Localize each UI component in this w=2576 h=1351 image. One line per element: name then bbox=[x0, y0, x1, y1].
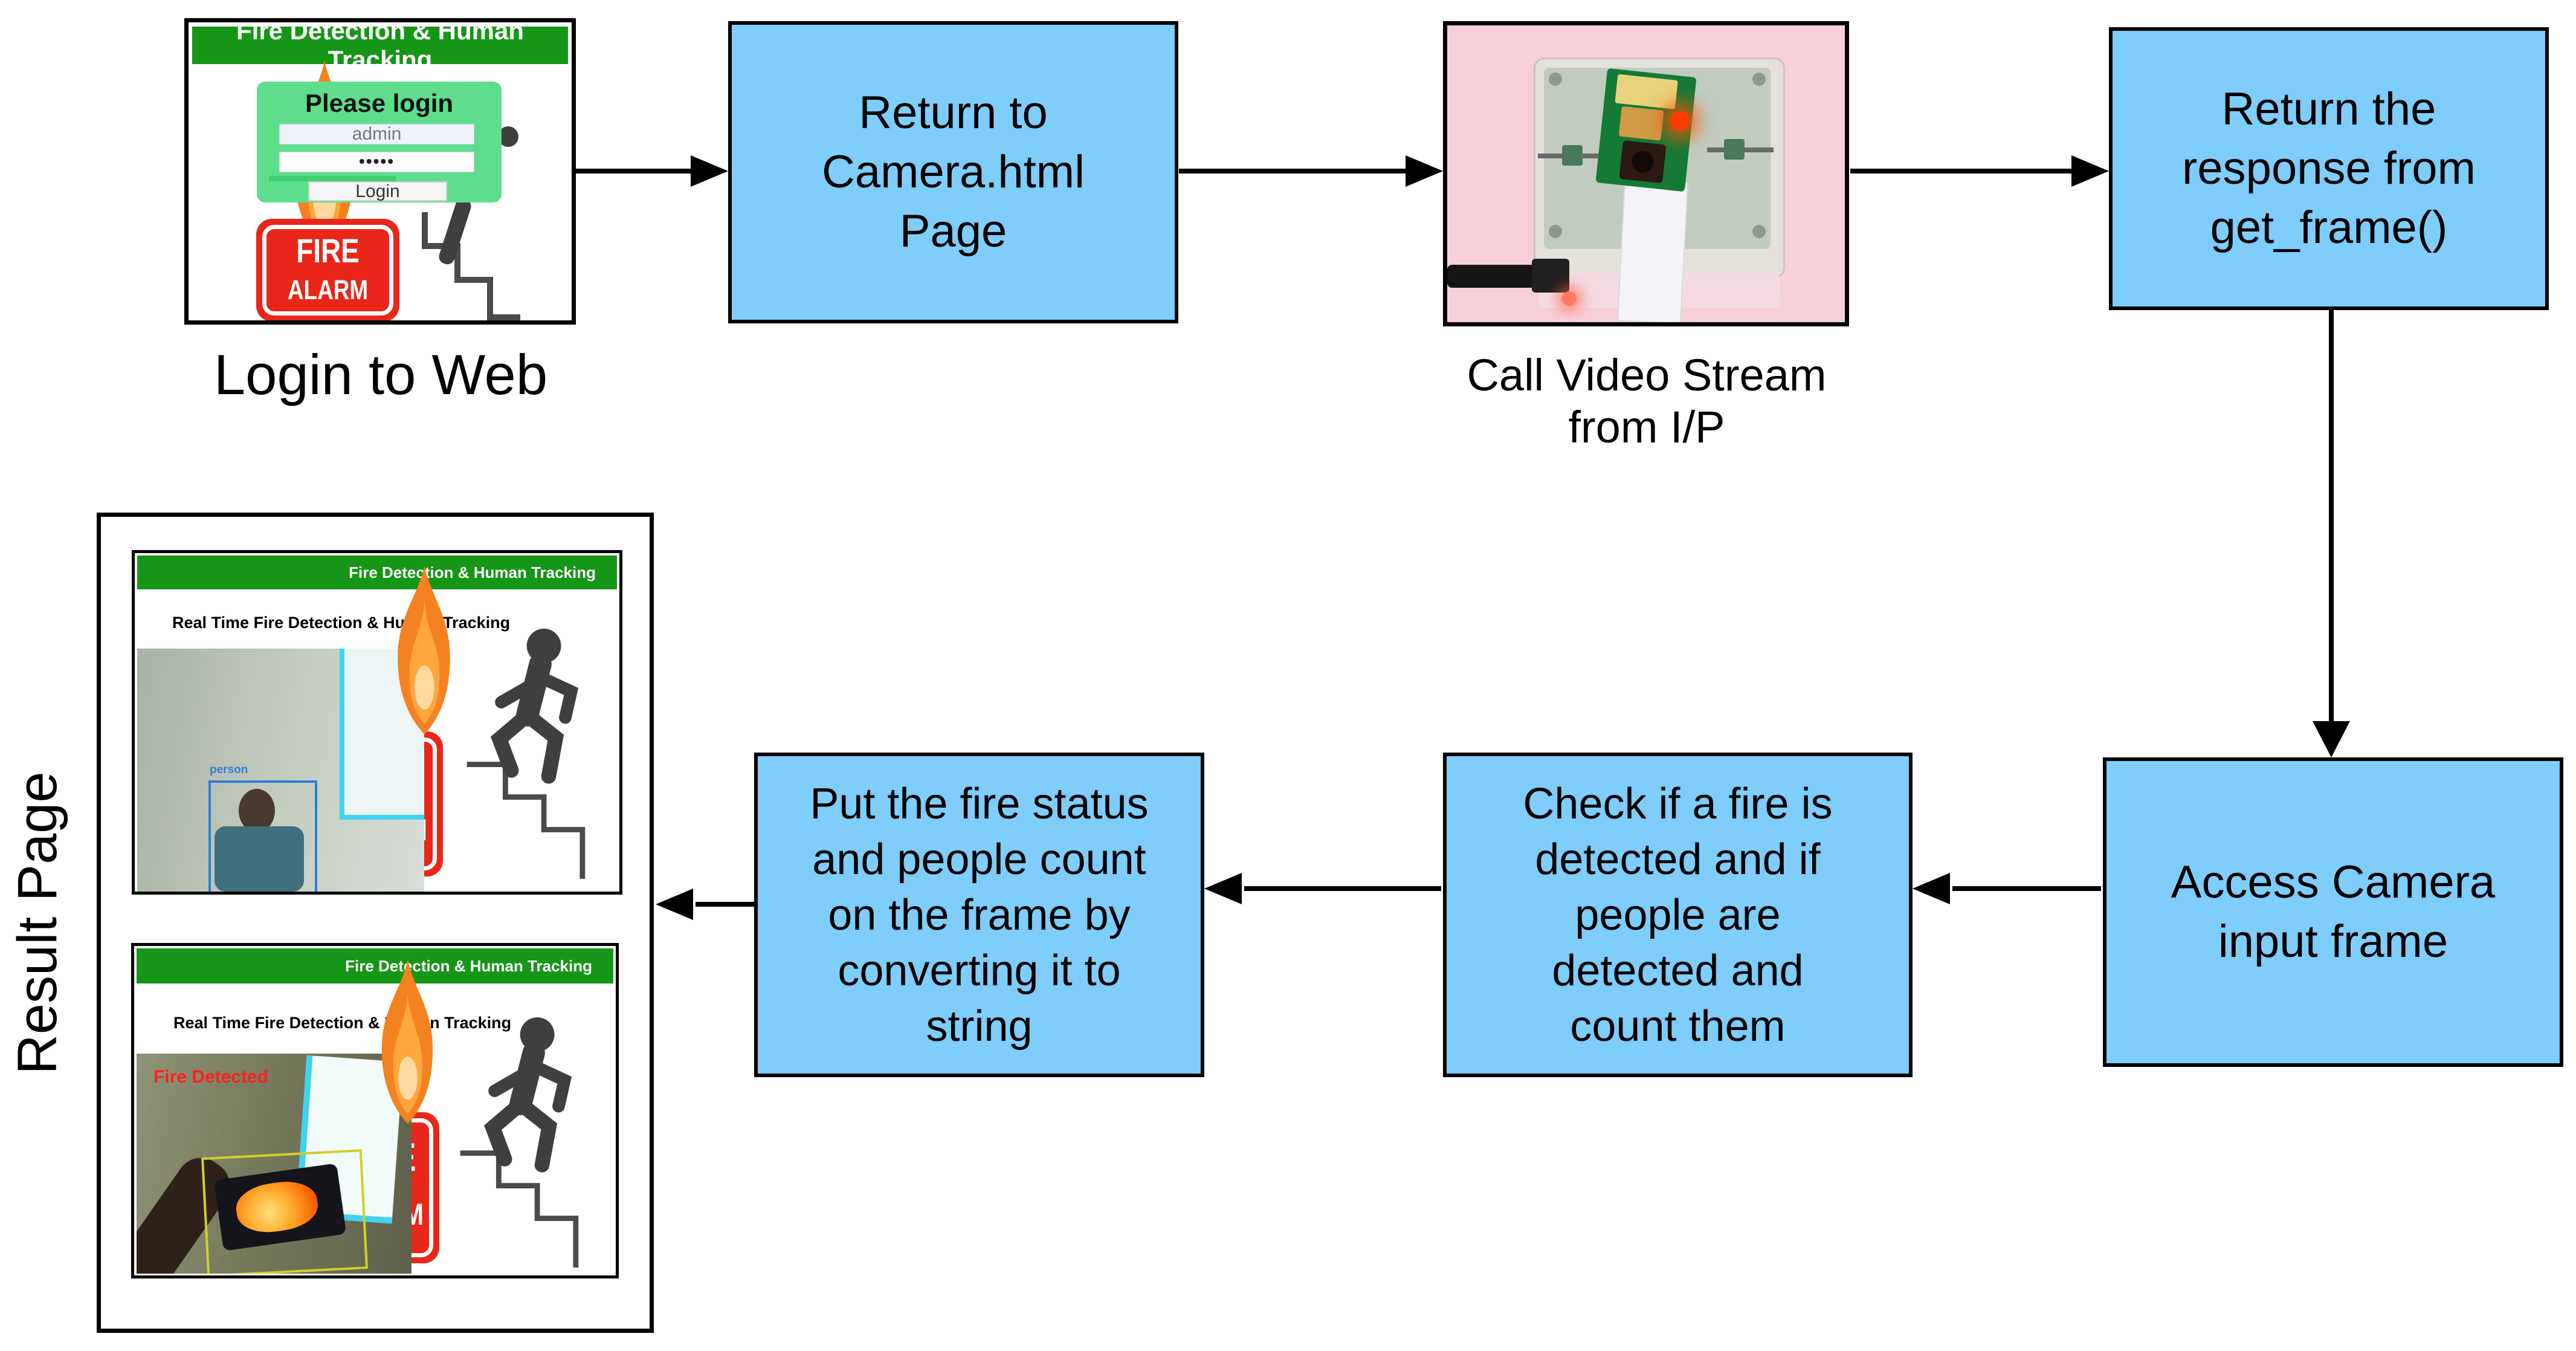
arrow-check-to-put bbox=[1244, 886, 1441, 891]
screw-icon bbox=[1752, 73, 1766, 86]
result-page-label: Result Page bbox=[7, 771, 68, 1075]
pi-camera-photo bbox=[1443, 21, 1849, 326]
box-label-line: converting it to bbox=[838, 946, 1121, 995]
box-label-line: get_frame() bbox=[2210, 202, 2448, 253]
result1-header-title: Fire Detection & Human Tracking bbox=[349, 563, 596, 582]
person-head-shape bbox=[239, 789, 275, 832]
pin-right-block bbox=[1724, 139, 1745, 160]
box-label-line: Return the bbox=[2221, 83, 2436, 135]
fire-alarm-border bbox=[262, 225, 393, 316]
box-label-line: input frame bbox=[2218, 916, 2448, 967]
arrowhead-left-icon bbox=[656, 889, 693, 920]
usb-cable bbox=[1447, 265, 1538, 288]
arrowhead-right-icon bbox=[691, 155, 728, 187]
box-label-line: on the frame by bbox=[828, 890, 1131, 939]
box-label-line: Access Camera bbox=[2171, 857, 2496, 908]
username-field[interactable]: admin bbox=[279, 124, 474, 144]
flame-icon bbox=[398, 565, 450, 734]
pin-left-block bbox=[1562, 145, 1583, 166]
webcam-view-fire: Fire Detected bbox=[137, 1054, 412, 1274]
flow-box-check-fire: Check if a fire is detected and if peopl… bbox=[1443, 753, 1913, 1077]
flow-box-put-status: Put the fire status and people count on … bbox=[754, 753, 1204, 1077]
camera-ribbon-cable bbox=[1616, 180, 1689, 322]
arrow-login-to-return bbox=[576, 169, 693, 173]
box-label-line: response from bbox=[2182, 143, 2476, 194]
running-person-stairs-icon bbox=[466, 629, 586, 879]
login-caption: Login to Web bbox=[213, 343, 548, 406]
box-label-line: Put the fire status bbox=[810, 779, 1149, 828]
result-screenshot-fire: Fire Detection & Human Tracking Real Tim… bbox=[131, 943, 619, 1278]
result1-header-bar: Fire Detection & Human Tracking bbox=[137, 556, 617, 589]
login-screenshot: Fire Detection & Human Tracking bbox=[184, 18, 576, 325]
flow-box-return-to-camera: Return to Camera.html Page bbox=[728, 21, 1178, 323]
person-body-shape bbox=[215, 826, 304, 892]
box-label-line: and people count bbox=[812, 835, 1146, 884]
ribbon-connector bbox=[1615, 74, 1678, 109]
fire-alarm-word-2: ALARM bbox=[287, 274, 369, 305]
login-header-bar: Fire Detection & Human Tracking bbox=[192, 22, 568, 74]
result-screenshot-person: Fire Detection & Human Tracking Real Tim… bbox=[132, 550, 622, 895]
result2-heading: Real Time Fire Detection & Human Trackin… bbox=[173, 1014, 512, 1032]
screw-icon bbox=[1752, 225, 1766, 238]
fire-status-text: Fire Detected bbox=[153, 1067, 269, 1087]
fire-alarm-word-1: FIRE bbox=[296, 232, 360, 270]
box-label-line: detected and if bbox=[1535, 835, 1821, 884]
webcam-view-person: person bbox=[137, 649, 424, 892]
led-indicator bbox=[1669, 110, 1691, 132]
camera-caption-line: from I/P bbox=[1568, 402, 1725, 452]
box-label-line: Camera.html bbox=[822, 146, 1085, 198]
result2-header-title: Fire Detection & Human Tracking bbox=[345, 957, 592, 975]
arrowhead-left-icon bbox=[1204, 873, 1242, 904]
password-field[interactable]: ••••• bbox=[279, 152, 474, 172]
fire-alarm-sign: FIRE ALARM bbox=[256, 219, 399, 320]
arrowhead-down-icon bbox=[2313, 721, 2350, 757]
box-label-line: Check if a fire is bbox=[1523, 779, 1833, 828]
login-button[interactable]: Login bbox=[308, 181, 447, 201]
arrowhead-left-icon bbox=[1913, 873, 1950, 904]
result-page-container: Fire Detection & Human Tracking Real Tim… bbox=[97, 513, 654, 1333]
login-panel: Please login admin ••••• Login bbox=[257, 82, 502, 202]
led-glow bbox=[1562, 291, 1577, 306]
camera-caption-line: Call Video Stream bbox=[1467, 350, 1827, 400]
arrow-access-to-check bbox=[1952, 886, 2101, 891]
box-label-line: people are bbox=[1575, 890, 1781, 939]
result2-header-bar: Fire Detection & Human Tracking bbox=[137, 948, 613, 983]
camera-lens bbox=[1619, 140, 1667, 184]
fire-bounding-box bbox=[201, 1149, 368, 1274]
panel-shadow-strip bbox=[269, 176, 396, 181]
flame-icon bbox=[381, 959, 433, 1124]
arrow-response-to-access bbox=[2329, 310, 2334, 722]
flow-box-return-response: Return the response from get_frame() bbox=[2109, 27, 2549, 310]
box-label-line: detected and bbox=[1552, 946, 1804, 995]
person-bounding-box bbox=[208, 780, 317, 892]
screw-icon bbox=[1549, 73, 1562, 86]
camera-caption: Call Video Stream from I/P bbox=[1402, 349, 1891, 453]
box-label-line: count them bbox=[1570, 1002, 1786, 1051]
usb-plug bbox=[1532, 259, 1569, 293]
running-person-stairs-icon bbox=[460, 1017, 579, 1268]
sensor-pad bbox=[1618, 106, 1664, 141]
login-panel-title: Please login bbox=[305, 89, 454, 117]
box-label-line: Page bbox=[899, 206, 1007, 257]
arrow-camera-to-response bbox=[1850, 169, 2074, 173]
arrowhead-right-icon bbox=[2071, 155, 2109, 187]
arrow-return-to-camera-node bbox=[1179, 169, 1408, 173]
screw-icon bbox=[1549, 225, 1562, 238]
arrow-put-to-result bbox=[696, 902, 754, 907]
box-label-line: Return to bbox=[859, 87, 1048, 138]
arrowhead-right-icon bbox=[1406, 155, 1443, 187]
login-header-title: Fire Detection & Human Tracking bbox=[236, 18, 525, 74]
person-label: person bbox=[210, 763, 248, 776]
result1-heading: Real Time Fire Detection & Human Trackin… bbox=[172, 614, 511, 632]
stairs-icon bbox=[422, 212, 520, 320]
flow-box-access-camera: Access Camera input frame bbox=[2103, 757, 2563, 1067]
box-label-line: string bbox=[926, 1002, 1033, 1051]
camera-module-board bbox=[1595, 68, 1697, 192]
